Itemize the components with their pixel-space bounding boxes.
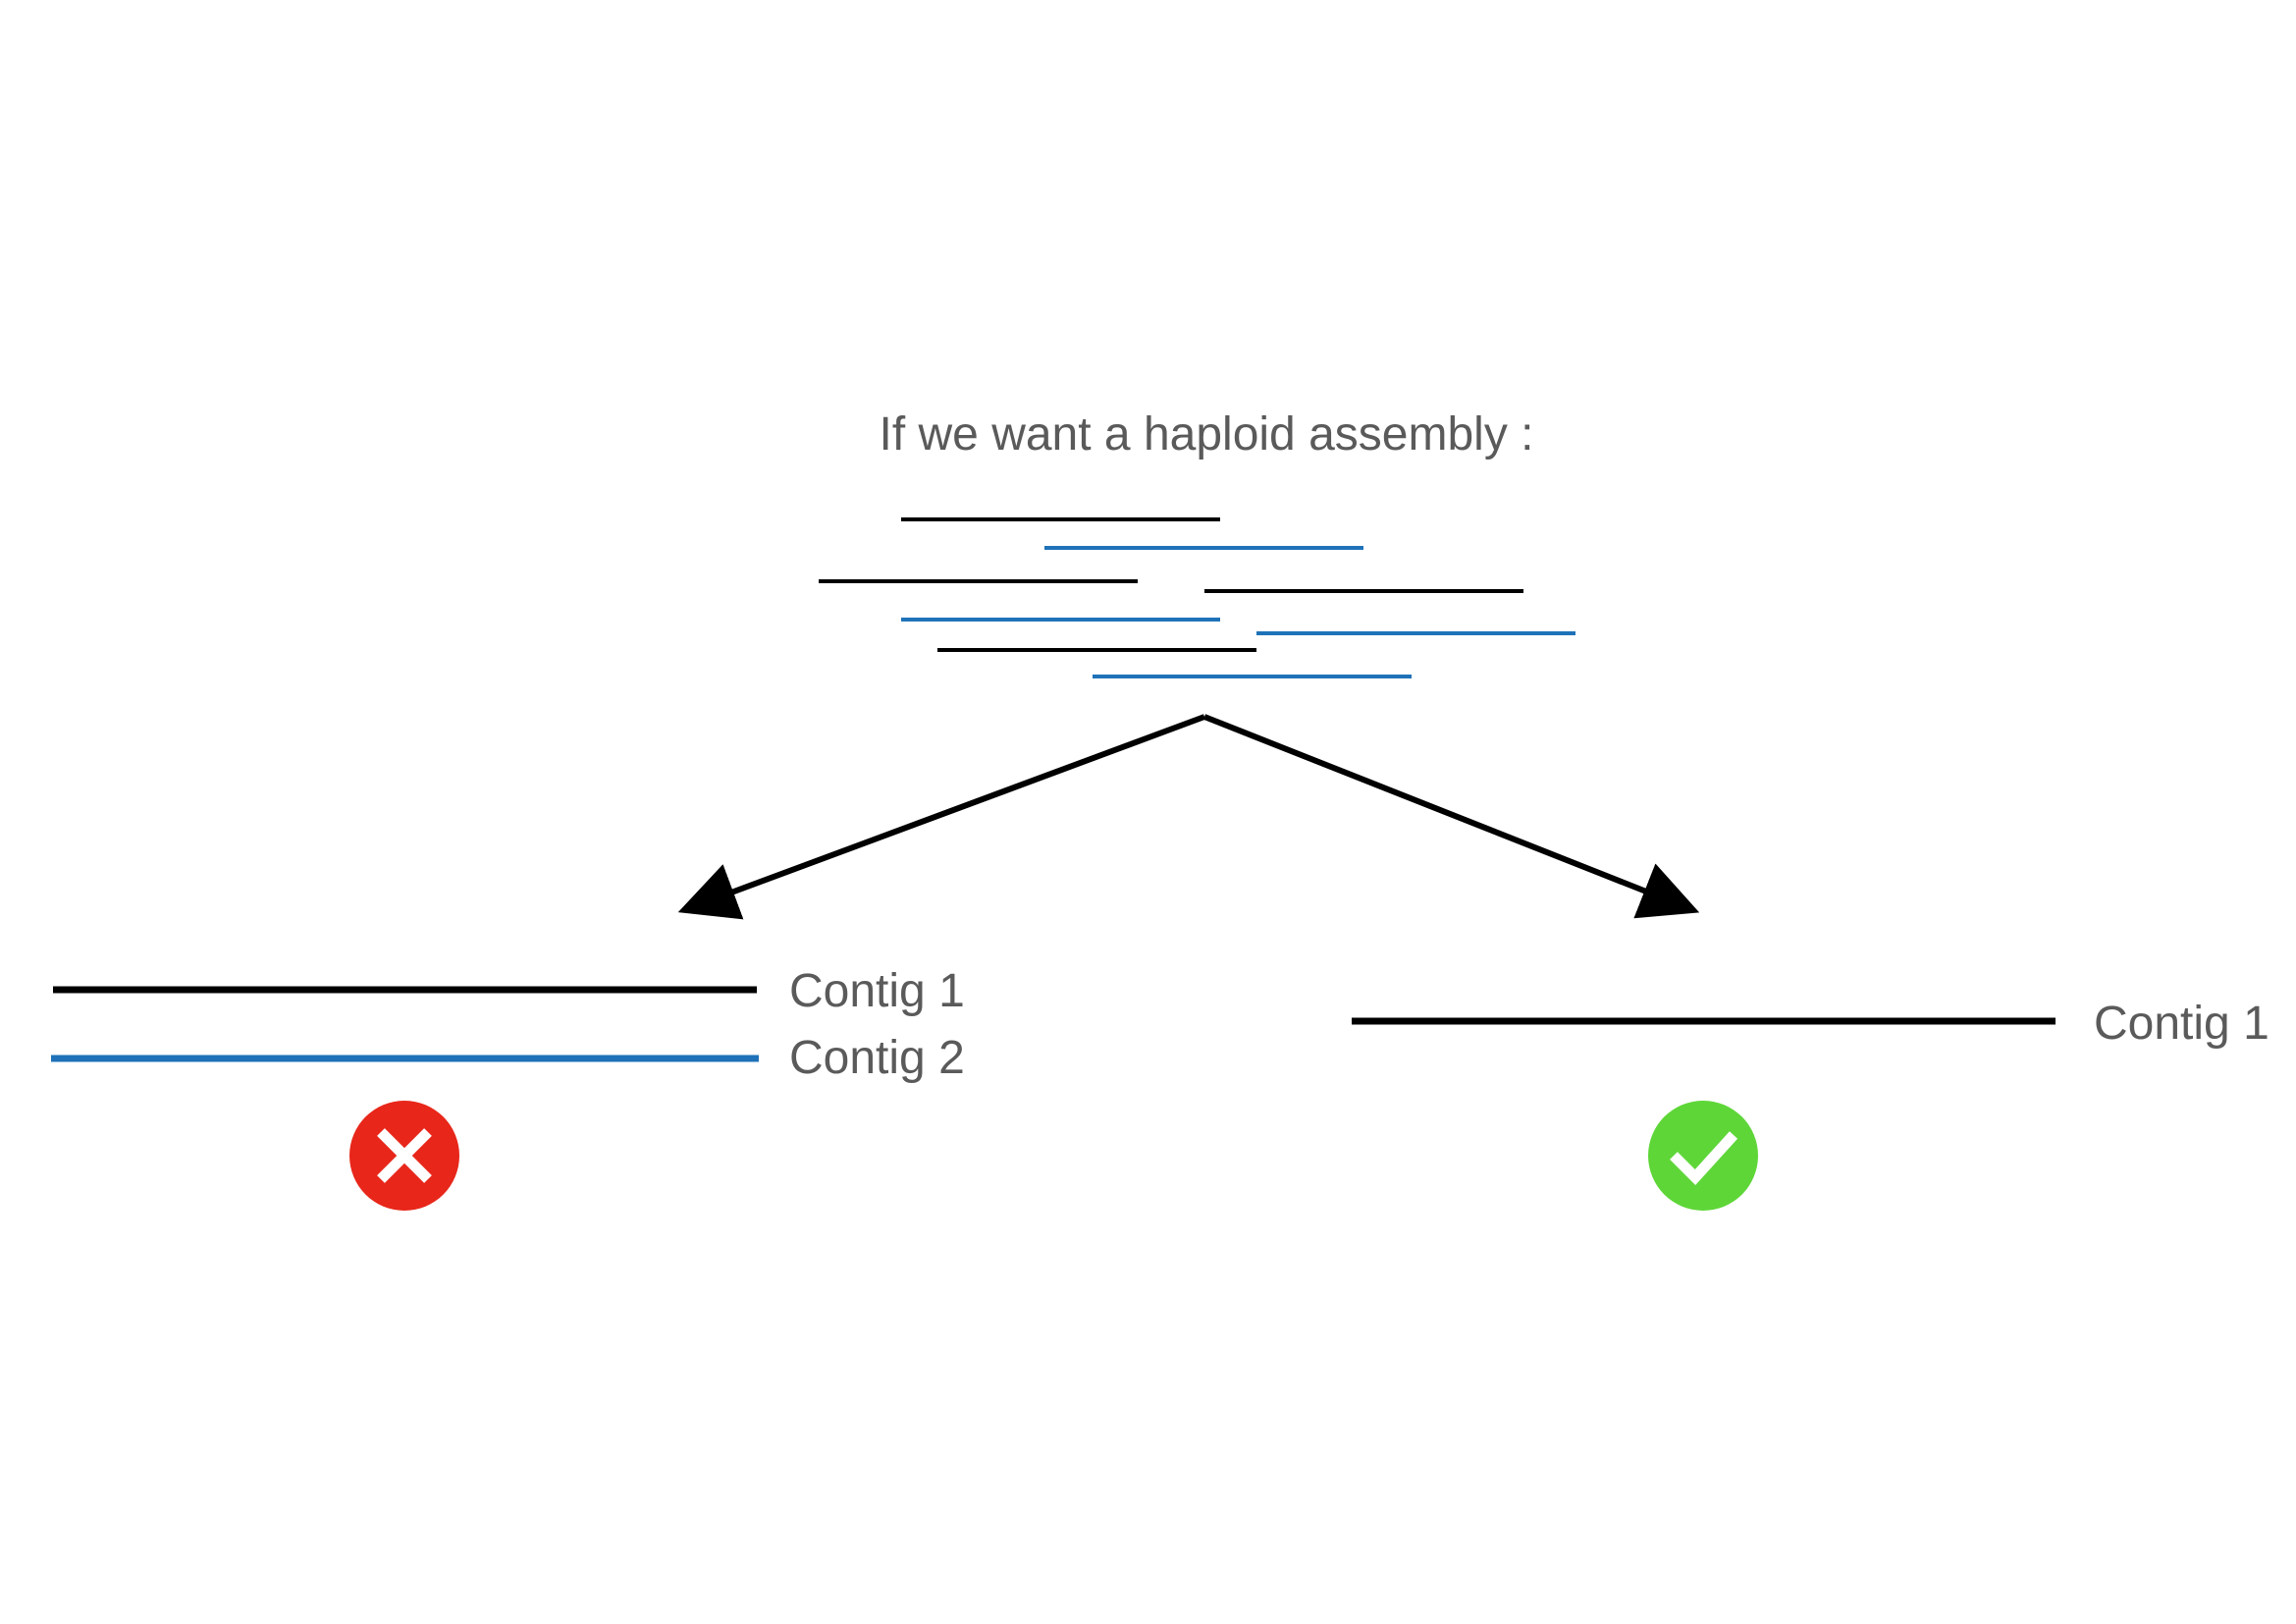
- diagram-title: If we want a haploid assembly :: [879, 408, 1533, 460]
- contig-label: Contig 1: [789, 965, 965, 1017]
- check-icon-mark: [1670, 1131, 1738, 1185]
- right-outcome: Contig 1: [1352, 998, 2269, 1211]
- branch-arrows: [677, 714, 1700, 920]
- left-outcome: Contig 1 Contig 2: [51, 965, 965, 1211]
- arrow-left: [677, 714, 1206, 920]
- check-icon-circle: [1648, 1101, 1758, 1211]
- check-icon: [1648, 1101, 1758, 1211]
- arrow-right: [1202, 714, 1700, 919]
- reads-group: [819, 517, 1575, 678]
- cross-icon-mark: [377, 1128, 432, 1183]
- cross-icon: [349, 1101, 459, 1211]
- contig-label: Contig 1: [2094, 998, 2269, 1050]
- contig-label: Contig 2: [789, 1032, 965, 1084]
